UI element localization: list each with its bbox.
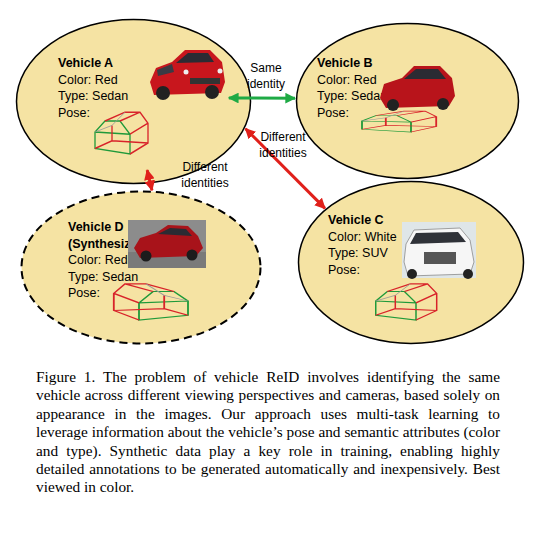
ellipse-shape — [299, 182, 524, 344]
attribute-text: Type: Sedan — [58, 88, 178, 105]
vehicle-ellipse: Vehicle AColor: RedType: SedanPose: — [15, 18, 252, 185]
vehicle-name: Vehicle B — [317, 55, 437, 72]
attribute-text: Type: Sedan — [317, 88, 437, 105]
vehicle-name: Vehicle C — [328, 212, 438, 229]
vehicle-ellipse: Vehicle CColor: WhiteType: SUVPose: — [297, 180, 525, 345]
ellipse-outline — [15, 18, 252, 185]
vehicle-name: Vehicle D (Synthesized) — [68, 219, 160, 252]
identity-arrow — [229, 96, 295, 99]
ellipse-shape — [17, 20, 251, 184]
identity-arrow — [246, 129, 325, 209]
edge-label: Different identities — [172, 159, 238, 191]
attribute-text: Color: White — [328, 229, 438, 246]
edge-label: Same identity — [238, 60, 294, 92]
attribute-text: Pose: — [68, 285, 160, 302]
attribute-text: Pose: — [317, 105, 437, 122]
ellipse-shape — [22, 192, 261, 344]
vehicle-ellipse: Vehicle D (Synthesized)Color: RedType: S… — [20, 190, 262, 345]
attribute-text: Color: Red — [58, 72, 178, 89]
edge-label: Different identities — [250, 129, 316, 161]
figure-caption: Figure 1. The problem of vehicle ReID in… — [36, 368, 500, 497]
attribute-text: Type: Sedan — [68, 269, 160, 286]
attribute-text: Type: SUV — [328, 245, 438, 262]
vehicle-name: Vehicle A — [58, 55, 178, 72]
attribute-text: Color: Red — [68, 252, 160, 269]
attribute-text: Pose: — [58, 105, 178, 122]
ellipse-outline — [20, 190, 262, 345]
ellipse-shape — [297, 24, 519, 179]
attribute-text: Color: Red — [317, 72, 437, 89]
vehicle-ellipse: Vehicle BColor: RedType: SedanPose: — [295, 22, 520, 180]
attribute-text: Pose: — [328, 262, 438, 279]
identity-arrow — [147, 170, 152, 190]
